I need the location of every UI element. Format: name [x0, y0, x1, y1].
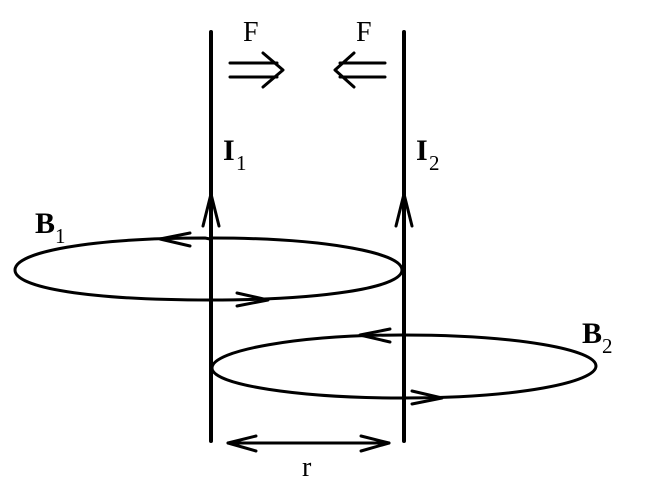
force-label-right: F	[356, 17, 372, 48]
distance-label: r	[302, 452, 312, 483]
force-label-left: F	[243, 17, 259, 48]
field-b1-arrow-top	[158, 231, 192, 248]
field-loop-b2	[210, 333, 598, 400]
field-b1-arrow-bottom	[235, 291, 270, 308]
force-arrow-right	[228, 51, 285, 89]
field-label-b1: B 1	[35, 207, 66, 248]
force-arrow-left	[333, 51, 387, 89]
current-arrow-1	[201, 192, 221, 228]
distance-arrow	[226, 434, 391, 453]
current-label-2: I 2	[416, 134, 440, 175]
field-b2-arrow-bottom	[410, 389, 444, 406]
current-label-1: I 1	[223, 134, 247, 175]
field-b2-arrow-top	[358, 327, 392, 344]
current-arrow-2	[394, 192, 414, 228]
field-label-b2: B 2	[582, 317, 613, 358]
field-loop-b1	[13, 236, 404, 302]
